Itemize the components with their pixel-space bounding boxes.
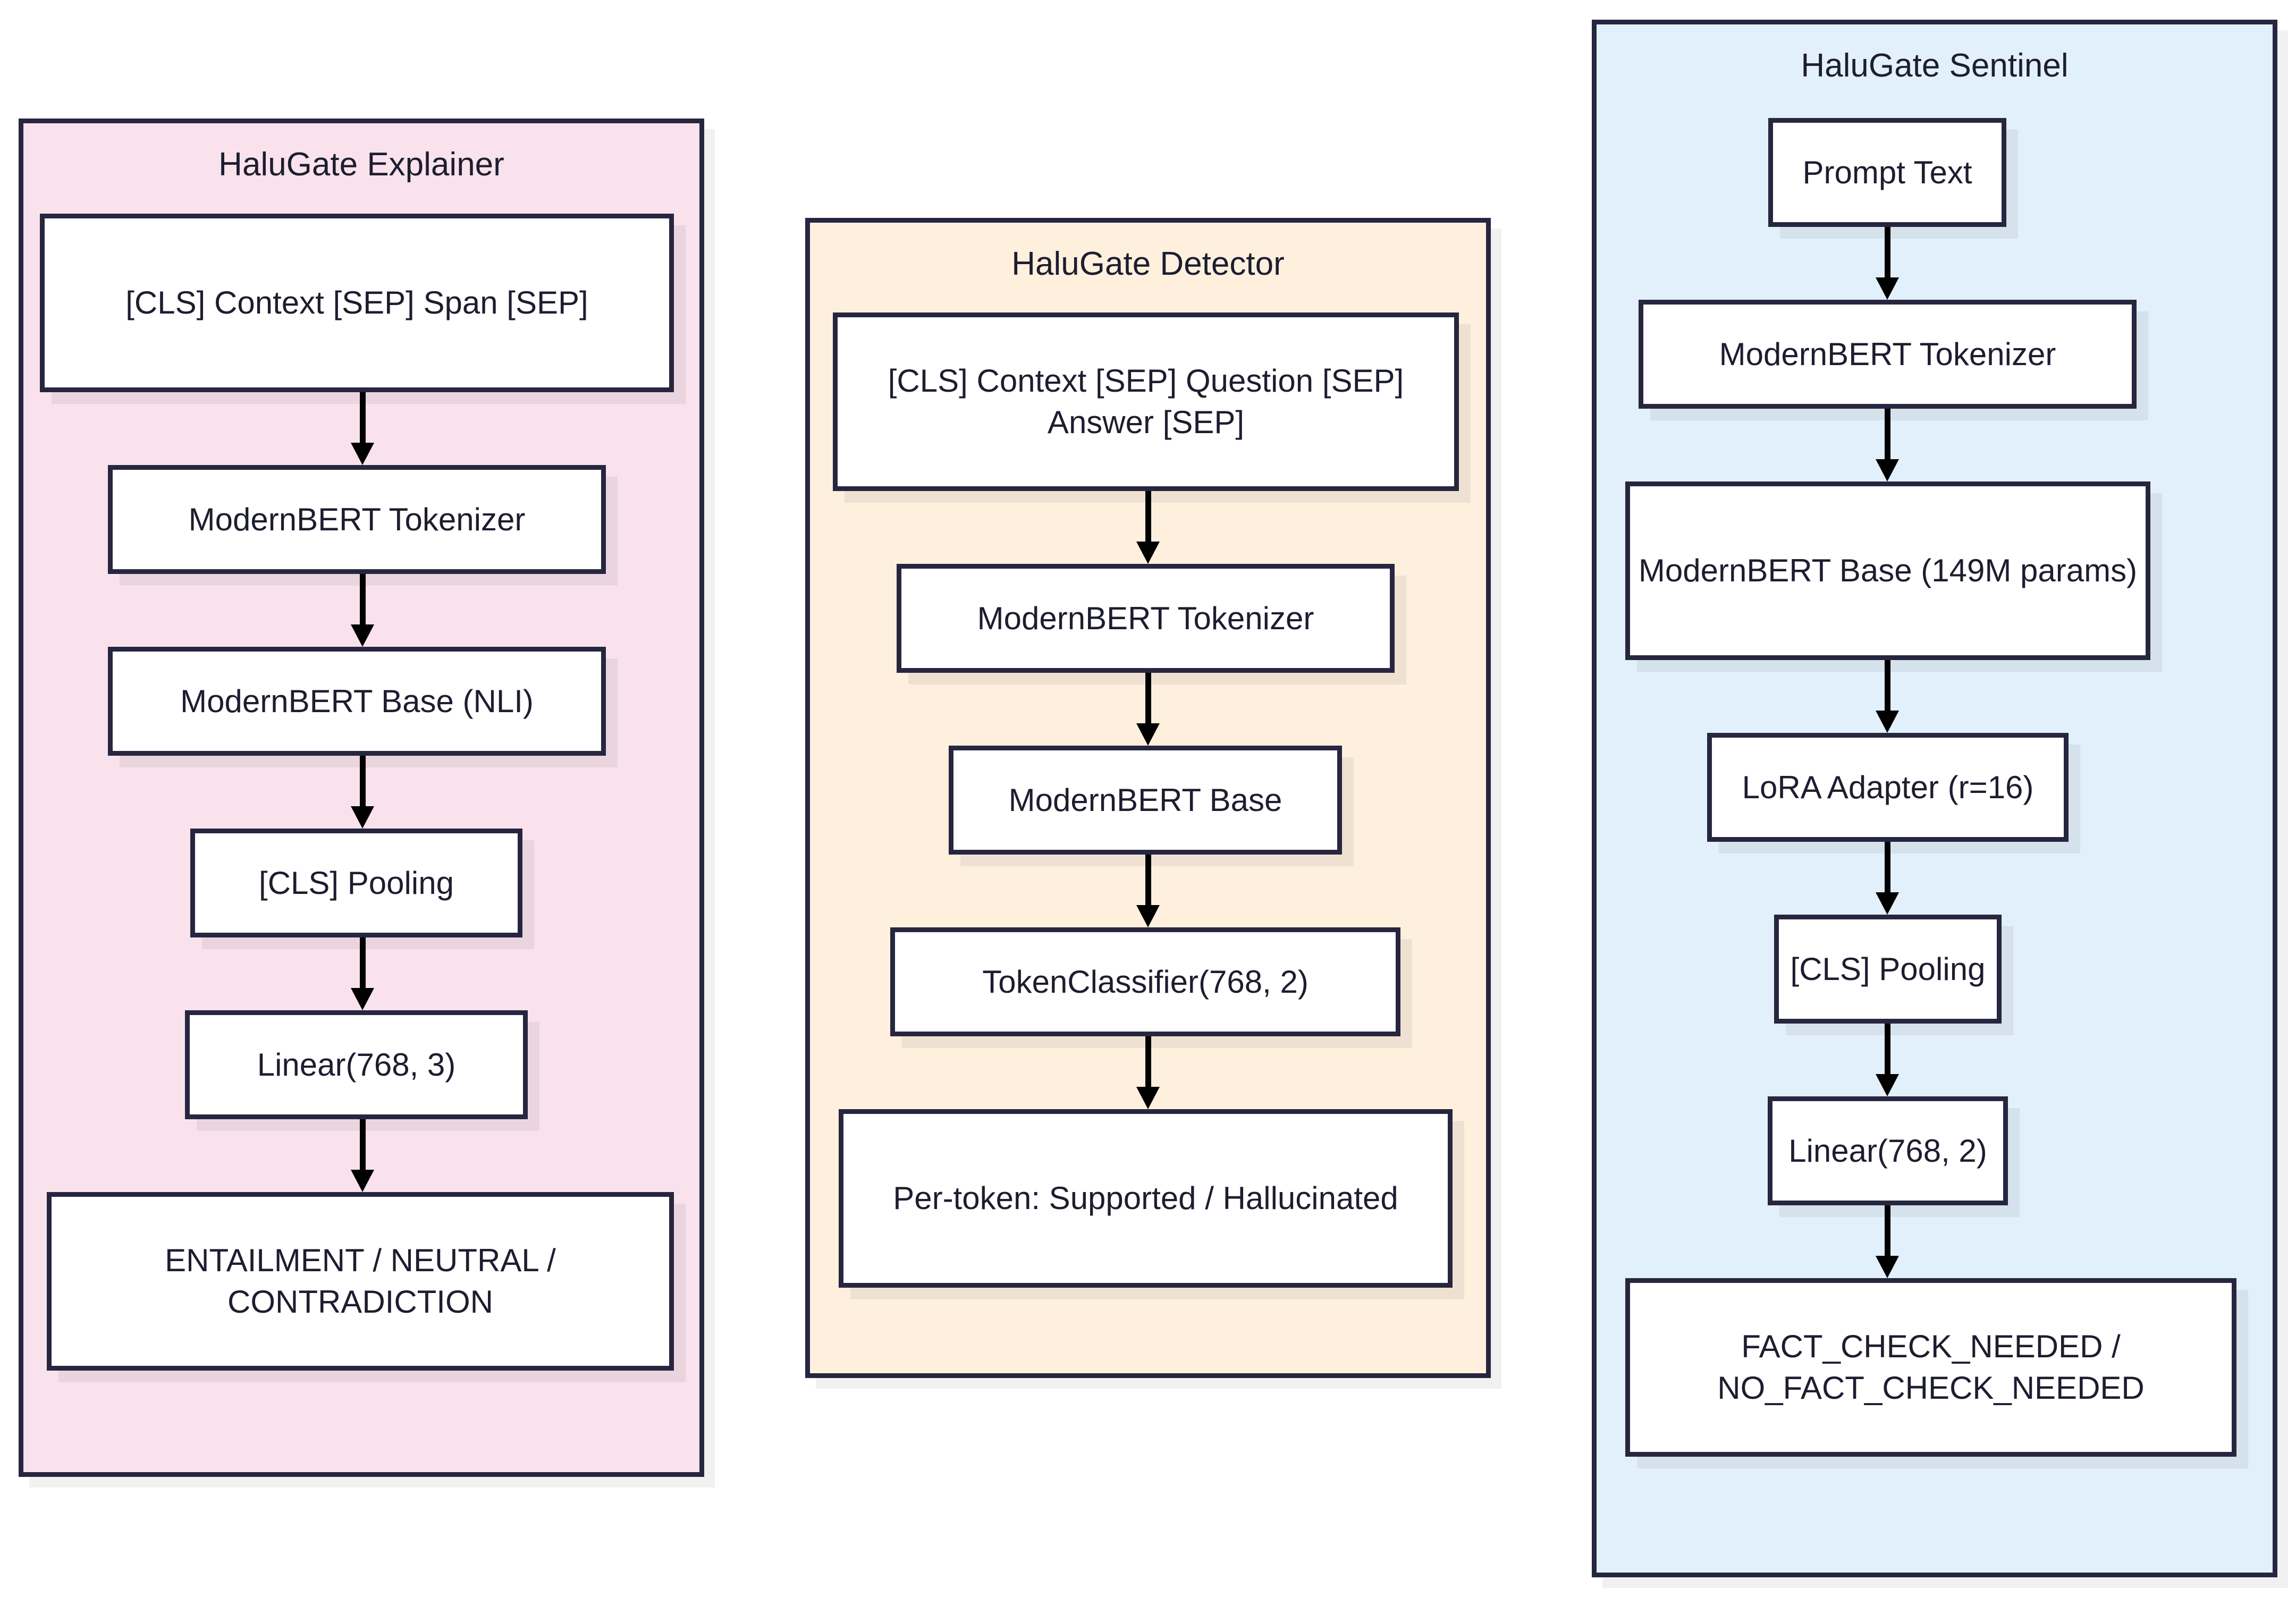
node-sen-lora[interactable]: LoRA Adapter (r=16) [1707,733,2069,842]
node-sen-output[interactable]: FACT_CHECK_NEEDED / NO_FACT_CHECK_NEEDED [1625,1278,2236,1457]
edge-exp-tokenizer-to-base [351,574,374,647]
node-exp-linear[interactable]: Linear(768, 3) [185,1010,528,1119]
node-exp-input[interactable]: [CLS] Context [SEP] Span [SEP] [40,214,674,392]
edge-exp-input-to-tokenizer [351,392,374,465]
edge-sen-linear-to-output [1876,1205,1899,1278]
node-exp-output[interactable]: ENTAILMENT / NEUTRAL / CONTRADICTION [47,1192,674,1371]
node-det-input[interactable]: [CLS] Context [SEP] Question [SEP] Answe… [833,312,1459,491]
edge-sen-prompt-to-tokenizer [1876,227,1899,300]
node-sen-pooling[interactable]: [CLS] Pooling [1774,915,2002,1024]
edge-exp-base-to-pooling [351,756,374,829]
node-det-classifier[interactable]: TokenClassifier(768, 2) [890,927,1400,1036]
cluster-explainer-title: HaluGate Explainer [218,146,504,183]
edge-sen-base-to-lora [1876,660,1899,733]
node-det-base[interactable]: ModernBERT Base [949,746,1342,855]
edge-det-classifier-to-output [1136,1036,1160,1109]
edge-det-base-to-classifier [1136,855,1160,927]
node-sen-tokenizer[interactable]: ModernBERT Tokenizer [1639,300,2137,409]
edge-sen-tokenizer-to-base [1876,409,1899,481]
node-exp-tokenizer[interactable]: ModernBERT Tokenizer [108,465,606,574]
node-exp-base[interactable]: ModernBERT Base (NLI) [108,647,606,756]
node-det-tokenizer[interactable]: ModernBERT Tokenizer [897,564,1395,673]
edge-exp-pooling-to-linear [351,937,374,1010]
cluster-sentinel-title: HaluGate Sentinel [1801,47,2069,84]
node-sen-prompt[interactable]: Prompt Text [1768,118,2006,227]
cluster-detector-title: HaluGate Detector [1011,246,1285,282]
edge-sen-lora-to-pooling [1876,842,1899,915]
node-sen-base[interactable]: ModernBERT Base (149M params) [1625,481,2150,660]
node-exp-pooling[interactable]: [CLS] Pooling [190,829,522,937]
edge-exp-linear-to-output [351,1119,374,1192]
edge-det-input-to-tokenizer [1136,491,1160,564]
node-sen-linear[interactable]: Linear(768, 2) [1768,1096,2008,1205]
edge-det-tokenizer-to-base [1136,673,1160,746]
edge-sen-pooling-to-linear [1876,1024,1899,1096]
node-det-output[interactable]: Per-token: Supported / Hallucinated [839,1109,1453,1288]
